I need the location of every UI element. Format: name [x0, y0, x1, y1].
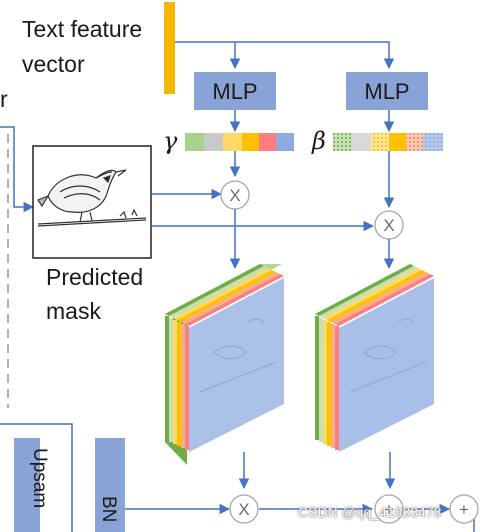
- svg-text:+: +: [459, 500, 469, 519]
- mlp-right-label: MLP: [364, 79, 409, 104]
- svg-text:+: +: [384, 500, 394, 519]
- bn-block: [95, 438, 125, 532]
- beta-symbol: β: [311, 127, 326, 155]
- gamma-symbol: γ: [163, 127, 178, 155]
- svg-text:X: X: [238, 500, 249, 519]
- multiply-node-bottom: X: [229, 494, 259, 524]
- predicted-mask-label-line1: Predicted: [46, 264, 144, 290]
- upsample-input-path: [0, 423, 73, 532]
- mlp-left-label: MLP: [212, 79, 257, 104]
- gamma-vector: [185, 133, 294, 151]
- upsample-label: Upsam: [29, 448, 50, 508]
- beta-feature-stack: [315, 264, 434, 452]
- predicted-mask-label-line2: mask: [46, 298, 101, 324]
- beta-vector: [333, 133, 443, 151]
- bn-label: BN: [98, 496, 119, 522]
- add-node-2: +: [449, 494, 479, 524]
- multiply-node-gamma: X: [220, 180, 250, 210]
- text-feature-vector-label-line1: Text feature: [22, 16, 143, 42]
- partial-left-label: r: [0, 86, 8, 112]
- multiply-node-beta: X: [374, 210, 404, 240]
- vector-to-multiply-arrows: [229, 151, 395, 209]
- text-feature-vector-bar: [164, 2, 175, 94]
- stack-to-bottom-arrows: [238, 452, 396, 490]
- mlp-left-block: [194, 72, 276, 110]
- bird-sketch-icon: [37, 169, 147, 227]
- text-feature-vector-label-line2: vector: [22, 51, 85, 77]
- upsample-block: [14, 438, 40, 532]
- add-node-1: +: [374, 494, 404, 524]
- text-to-mlp-connectors: [175, 41, 395, 70]
- input-to-mask-arrow: [0, 126, 35, 213]
- mlp-to-vector-arrows: [229, 110, 395, 133]
- svg-text:X: X: [383, 216, 394, 235]
- mlp-right-block: [346, 72, 428, 110]
- svg-text:X: X: [229, 186, 240, 205]
- multiply-to-stack-arrows: [229, 209, 395, 270]
- gamma-feature-stack: [165, 264, 284, 465]
- watermark-text: CSDN @qq_41833478: [298, 504, 442, 520]
